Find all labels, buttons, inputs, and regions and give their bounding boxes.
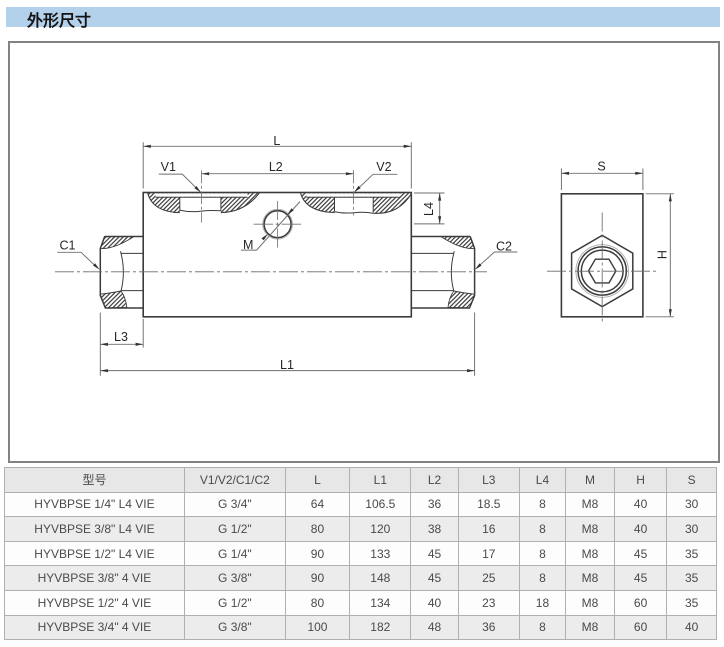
svg-text:C1: C1: [60, 238, 76, 252]
svg-text:H: H: [655, 250, 669, 259]
svg-text:L: L: [273, 134, 280, 148]
svg-text:L1: L1: [280, 358, 294, 372]
svg-text:L4: L4: [422, 202, 436, 216]
svg-text:V2: V2: [376, 160, 391, 174]
svg-text:C2: C2: [496, 239, 512, 253]
svg-text:M: M: [243, 238, 253, 252]
svg-text:L3: L3: [114, 330, 128, 344]
svg-text:L2: L2: [269, 160, 283, 174]
svg-text:S: S: [597, 159, 605, 173]
svg-text:V1: V1: [161, 160, 176, 174]
